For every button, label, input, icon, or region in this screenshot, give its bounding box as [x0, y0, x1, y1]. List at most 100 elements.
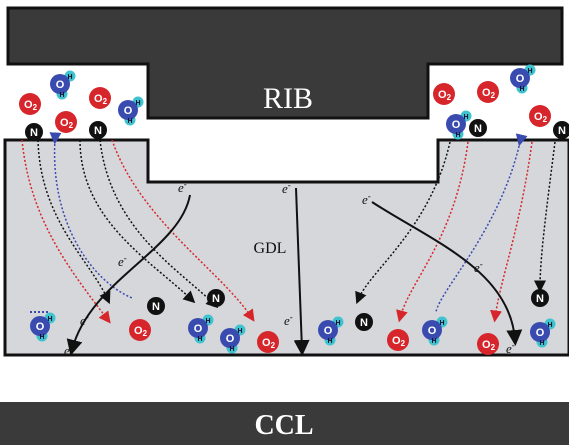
svg-text:O: O	[452, 119, 461, 131]
electron-path-right	[371, 201, 523, 346]
water-molecule: OH H	[50, 70, 76, 100]
svg-text:O2: O2	[482, 339, 496, 352]
svg-text:H: H	[47, 316, 52, 323]
svg-text:O2: O2	[60, 117, 74, 130]
svg-text:H: H	[59, 92, 64, 99]
svg-text:O: O	[324, 325, 333, 337]
svg-text:H: H	[205, 318, 210, 325]
right-paths	[355, 133, 556, 323]
water-molecule: OH H	[318, 316, 344, 346]
svg-text:N: N	[536, 293, 544, 305]
svg-text:N: N	[558, 125, 566, 137]
svg-text:O: O	[428, 325, 437, 337]
svg-text:O: O	[226, 333, 235, 345]
svg-text:H: H	[335, 320, 340, 327]
svg-text:H: H	[519, 86, 524, 93]
svg-text:O2: O2	[438, 89, 452, 102]
svg-text:H: H	[455, 132, 460, 139]
oxygen-molecule: O2	[129, 319, 151, 341]
rib-label: RIB	[263, 82, 313, 115]
svg-text:O2: O2	[262, 337, 276, 350]
path-red	[111, 139, 255, 322]
svg-text:H: H	[527, 68, 532, 75]
svg-text:O: O	[124, 105, 133, 117]
svg-text:H: H	[237, 328, 242, 335]
water-molecule: OH H	[446, 110, 472, 140]
svg-text:N: N	[474, 123, 482, 135]
nitrogen-molecule: N	[25, 123, 43, 141]
path-red	[490, 141, 533, 323]
water-molecule: OH H	[188, 314, 214, 344]
water-molecule: OH H	[510, 64, 536, 94]
electron-label: e-	[178, 179, 187, 195]
svg-text:O: O	[56, 79, 65, 91]
svg-text:O2: O2	[24, 99, 38, 112]
nitrogen-molecule: N	[89, 121, 107, 139]
rib-block	[6, 6, 564, 120]
svg-text:H: H	[463, 114, 468, 121]
oxygen-molecule: O2	[433, 83, 455, 105]
svg-text:O: O	[194, 323, 203, 335]
gdl-layer	[3, 138, 569, 357]
oxygen-molecule: O2	[55, 111, 77, 133]
path-red	[21, 139, 111, 324]
svg-text:H: H	[39, 334, 44, 341]
svg-text:O2: O2	[392, 335, 406, 348]
water-molecule: OH H	[422, 316, 448, 346]
electron-label: e-	[284, 312, 293, 328]
oxygen-molecule: O2	[89, 87, 111, 109]
svg-text:H: H	[327, 338, 332, 345]
oxygen-molecule: O2	[477, 81, 499, 103]
electron-label: e-	[362, 191, 371, 207]
electron-path-left	[66, 194, 191, 356]
electron-label: e-	[506, 340, 515, 356]
svg-text:O2: O2	[134, 325, 148, 338]
oxygen-molecule: O2	[477, 333, 499, 355]
svg-text:N: N	[212, 293, 220, 305]
nitrogen-molecule: N	[553, 121, 569, 139]
water-molecule: OH H	[118, 96, 144, 126]
svg-text:N: N	[94, 125, 102, 137]
water-molecule: OH H	[530, 318, 556, 348]
gdl-label: GDL	[254, 240, 287, 257]
nitrogen-molecule: N	[531, 289, 549, 307]
svg-text:H: H	[431, 338, 436, 345]
svg-text:O2: O2	[94, 93, 108, 106]
path-black	[79, 139, 196, 304]
water-molecule: OH H	[220, 324, 246, 354]
svg-text:H: H	[547, 322, 552, 329]
svg-text:N: N	[152, 301, 160, 313]
electron-path-middle	[293, 187, 310, 356]
oxygen-molecule: O2	[19, 93, 41, 115]
electron-label: e-	[80, 312, 89, 328]
path-blue	[435, 133, 528, 313]
svg-text:O2: O2	[534, 111, 548, 124]
svg-text:H: H	[539, 340, 544, 347]
nitrogen-molecule: N	[355, 313, 373, 331]
svg-text:H: H	[197, 336, 202, 343]
svg-text:O: O	[516, 73, 525, 85]
svg-text:O: O	[536, 327, 545, 339]
path-black	[37, 139, 111, 305]
svg-text:H: H	[127, 118, 132, 125]
oxygen-molecule: O2	[387, 329, 409, 351]
svg-text:N: N	[30, 127, 38, 139]
nitrogen-molecule: N	[469, 119, 487, 137]
electron-label: e-	[474, 259, 483, 275]
path-black	[355, 141, 451, 305]
svg-text:H: H	[67, 74, 72, 81]
svg-text:O: O	[36, 321, 45, 333]
path-black	[534, 141, 556, 293]
oxygen-molecule: O2	[257, 331, 279, 353]
water-molecule: OH H	[30, 312, 56, 342]
svg-text:N: N	[360, 317, 368, 329]
path-red	[396, 141, 469, 323]
electron-label: e-	[118, 253, 127, 269]
svg-text:O2: O2	[482, 87, 496, 100]
svg-text:H: H	[439, 320, 444, 327]
oxygen-molecule: O2	[529, 105, 551, 127]
left-paths	[21, 132, 255, 324]
svg-text:H: H	[229, 346, 234, 353]
svg-text:H: H	[135, 100, 140, 107]
